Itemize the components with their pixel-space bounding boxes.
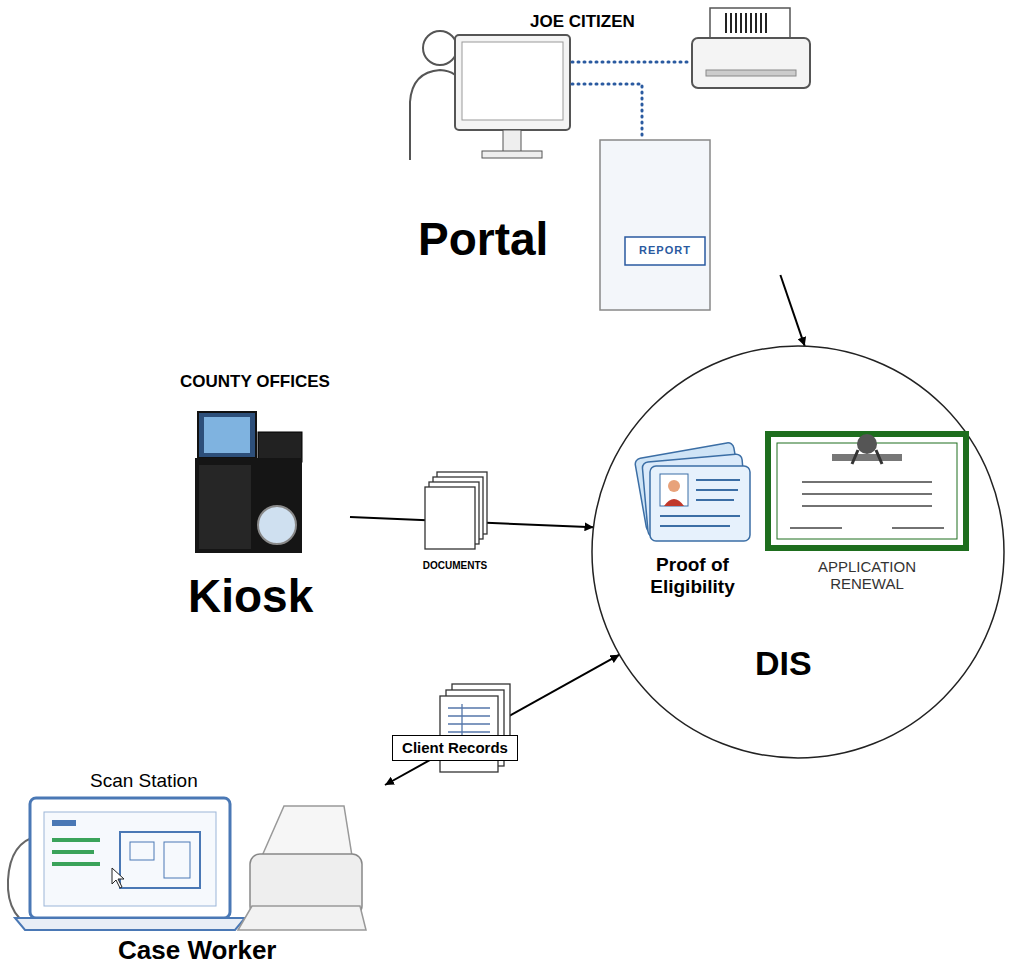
scanner bbox=[262, 806, 352, 856]
circle-outline bbox=[590, 344, 1006, 760]
group-heading: Scan Station bbox=[90, 770, 198, 792]
caseworker-group: Scan StationCase Worker bbox=[0, 768, 385, 980]
document-tag: REPORT bbox=[625, 244, 705, 257]
dotted-link bbox=[572, 62, 688, 138]
laptop bbox=[130, 842, 154, 860]
dotted-link bbox=[572, 61, 688, 64]
report-document bbox=[600, 140, 710, 310]
printer bbox=[692, 38, 810, 88]
computer-monitor bbox=[482, 151, 542, 158]
certificate-frame bbox=[852, 450, 882, 464]
edge-label: DOCUMENTS bbox=[420, 559, 490, 573]
group-heading: JOE CITIZEN bbox=[530, 12, 635, 32]
id-cards bbox=[660, 480, 740, 526]
laptop bbox=[52, 820, 76, 826]
system-title: DIS bbox=[755, 644, 812, 683]
computer-monitor bbox=[503, 130, 521, 152]
kiosk-machine bbox=[258, 432, 302, 462]
kiosk-machine bbox=[195, 458, 302, 553]
laptop bbox=[15, 918, 245, 930]
scanner bbox=[238, 806, 366, 930]
id-cards bbox=[634, 442, 750, 541]
computer-monitor bbox=[462, 42, 563, 120]
citizen-figure bbox=[423, 31, 457, 65]
kiosk-machine bbox=[204, 417, 250, 453]
id-cards bbox=[650, 466, 750, 541]
certificate-frame bbox=[857, 434, 877, 454]
certificate-frame bbox=[768, 434, 966, 548]
kiosk-group: COUNTY OFFICES Kiosk bbox=[180, 372, 350, 634]
documents-stack bbox=[425, 472, 487, 549]
kiosk-machine bbox=[195, 412, 302, 553]
kiosk-machine bbox=[258, 506, 296, 544]
flow-arrow bbox=[780, 275, 804, 346]
laptop bbox=[52, 840, 100, 864]
laptop bbox=[44, 812, 216, 906]
certificate-frame bbox=[777, 443, 957, 539]
dotted-link bbox=[572, 84, 642, 138]
scanner bbox=[238, 906, 366, 930]
printer bbox=[710, 8, 790, 40]
laptop bbox=[164, 842, 190, 878]
certificate-frame bbox=[790, 482, 944, 528]
records-stack bbox=[448, 704, 490, 736]
certificate-frame bbox=[832, 454, 902, 461]
item-label: Proof of Eligibility bbox=[615, 554, 770, 598]
documents-stack bbox=[425, 487, 475, 549]
printer bbox=[692, 8, 810, 88]
report-document bbox=[625, 237, 705, 265]
laptop bbox=[112, 868, 124, 888]
kiosk-machine bbox=[198, 412, 256, 458]
laptop bbox=[15, 798, 245, 930]
id-cards bbox=[668, 480, 680, 492]
laptop bbox=[120, 832, 200, 888]
portal-group: JOE CITIZEN Portal bbox=[400, 8, 790, 275]
id-cards bbox=[664, 499, 684, 506]
computer-monitor bbox=[455, 35, 570, 130]
group-title: Portal bbox=[418, 213, 548, 266]
circle-outline bbox=[592, 346, 1004, 758]
certificate-frame bbox=[762, 430, 972, 554]
id-cards bbox=[660, 474, 688, 506]
edge-label: Client Records bbox=[392, 735, 518, 760]
report-document bbox=[600, 140, 710, 310]
laptop bbox=[30, 798, 230, 918]
group-title: Case Worker bbox=[118, 936, 277, 966]
printer bbox=[706, 70, 796, 76]
group-title: Kiosk bbox=[188, 570, 313, 623]
computer-monitor bbox=[455, 35, 570, 158]
kiosk-machine bbox=[199, 465, 251, 549]
printer bbox=[724, 13, 768, 33]
dis-circle: Proof of Eligibility APPLICATION RENEWAL D… bbox=[590, 344, 1006, 760]
flow-arrow bbox=[385, 655, 619, 785]
renewal-certificate: APPLICATION RENEWAL bbox=[762, 430, 972, 600]
eligibility-item: Proof of Eligibility bbox=[615, 414, 774, 614]
item-label: APPLICATION RENEWAL bbox=[787, 558, 947, 593]
group-heading: COUNTY OFFICES bbox=[180, 372, 330, 392]
